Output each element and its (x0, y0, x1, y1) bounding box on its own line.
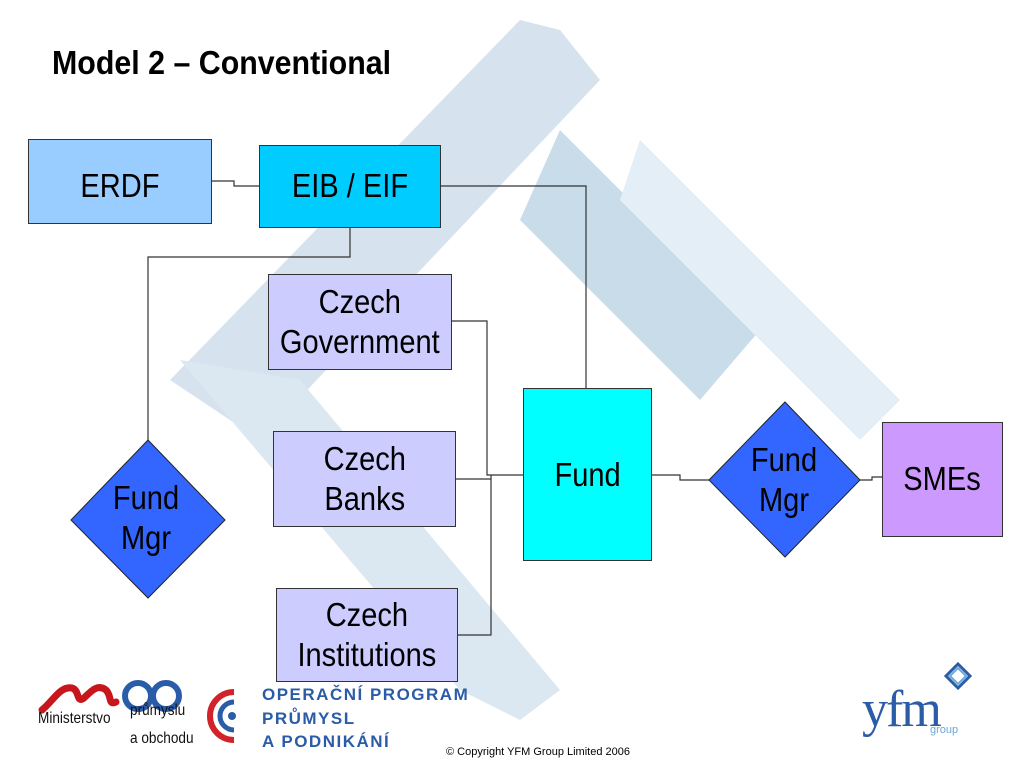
op-logo-line3: A PODNIKÁNÍ (262, 732, 391, 751)
op-logo-line2: PRŮMYSL (262, 709, 356, 728)
node-czech-banks-label: Czech Banks (323, 439, 406, 517)
op-logo-line1: OPERAČNÍ PROGRAM (262, 685, 470, 704)
node-czech-banks: Czech Banks (273, 431, 456, 527)
mpo-logo-word-bottom: a obchodu (130, 730, 194, 747)
watermark-shape-right (520, 130, 760, 400)
fund-mgr-right-diamond (708, 401, 861, 558)
line-fund-mgr-smes (860, 476, 882, 481)
watermark-shape-far-right (620, 140, 900, 440)
node-erdf: ERDF (28, 139, 212, 224)
fund-mgr-right-label: Fund Mgr (750, 441, 818, 519)
node-erdf-label: ERDF (80, 167, 160, 204)
line-eib-fund-mgr-left (147, 228, 351, 440)
node-czech-institutions-label: Czech Institutions (297, 595, 437, 673)
node-eib-eif: EIB / EIF (259, 145, 441, 228)
mpo-logo-icon (38, 680, 182, 714)
node-czech-government: Czech Government (268, 274, 452, 370)
node-smes: SMEs (882, 422, 1003, 537)
op-logo-icon (207, 689, 236, 743)
line-eib-fund (441, 185, 587, 388)
fund-mgr-left-label: Fund Mgr (112, 479, 180, 557)
node-smes-label: SMEs (903, 460, 982, 498)
node-czech-institutions: Czech Institutions (276, 588, 458, 682)
yfm-logo-tagline: group (930, 724, 959, 736)
line-institutions-fund (458, 475, 492, 636)
page-title: Model 2 – Conventional (52, 44, 392, 81)
node-czech-government-label: Czech Government (280, 282, 440, 360)
line-erdf-eib (212, 180, 259, 187)
yfm-logo-icon (943, 662, 973, 691)
fund-mgr-left-diamond (70, 439, 226, 599)
node-fund: Fund (523, 388, 652, 561)
line-fund-fund-mgr-right (652, 474, 709, 481)
node-fund-label: Fund (554, 456, 621, 493)
yfm-logo-name: yfm (862, 681, 942, 738)
node-eib-eif-label: EIB / EIF (291, 167, 409, 205)
mpo-logo-word-left: Ministerstvo (38, 710, 111, 727)
mpo-logo-word-top: průmyslu (130, 702, 186, 719)
copyright-notice: © Copyright YFM Group Limited 2006 (446, 746, 630, 758)
line-government-fund (452, 320, 523, 476)
